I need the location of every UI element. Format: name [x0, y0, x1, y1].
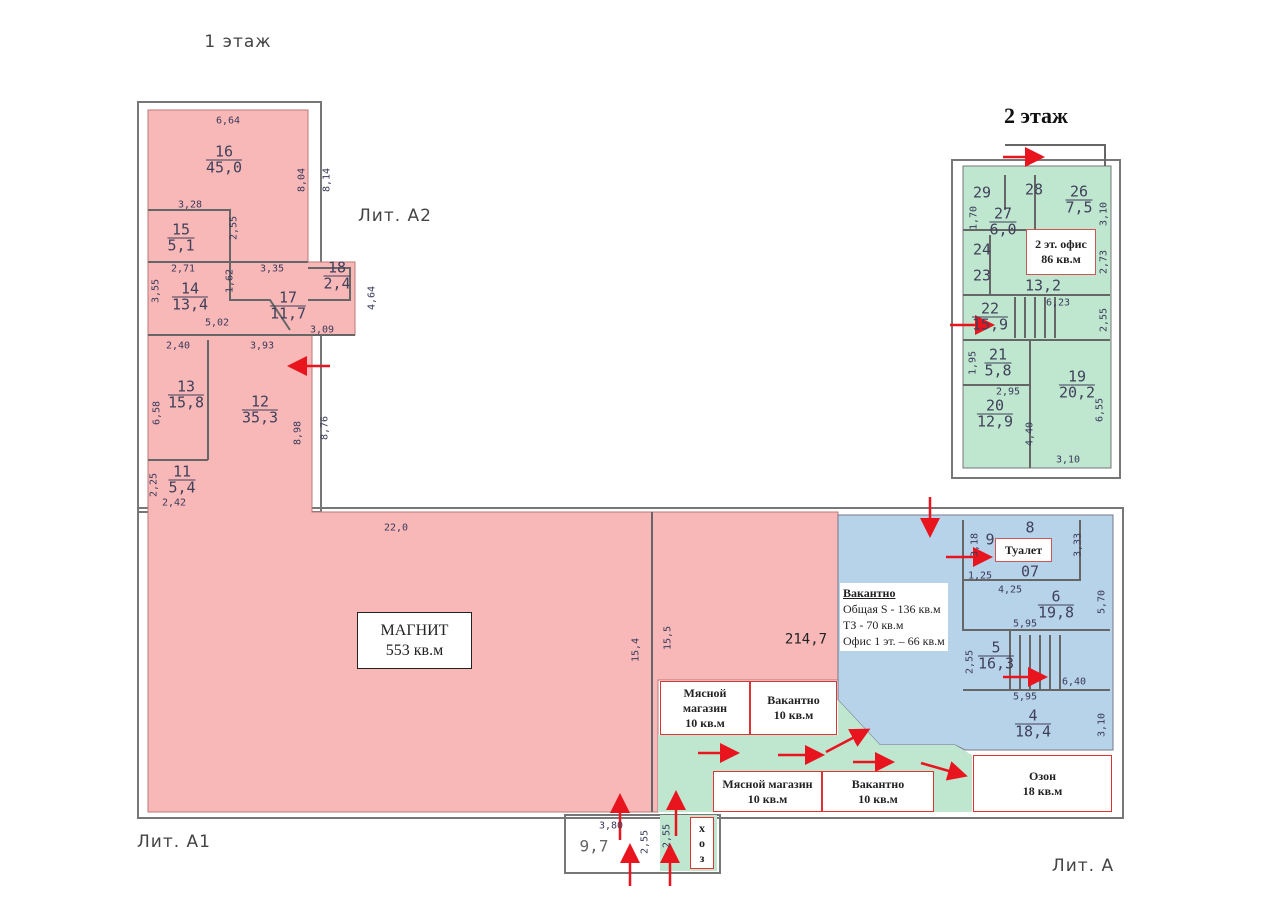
dimension: 2,55 [1098, 307, 1110, 333]
vacant-title: Вакантно [843, 586, 896, 600]
room-29: 29 [972, 183, 992, 202]
dimension: 15,5 [662, 625, 674, 651]
dimension: 5,02 [204, 317, 230, 329]
dimension: 5,70 [1096, 589, 1108, 615]
dimension: 2,71 [170, 263, 196, 275]
lit-a-label: Лит. А [1051, 856, 1115, 876]
dimension: 6,23 [1045, 297, 1071, 309]
dimension: 2,73 [1098, 249, 1110, 275]
dimension: 3,93 [249, 340, 275, 352]
dimension: 1,62 [224, 268, 236, 294]
dimension: 2,40 [165, 340, 191, 352]
room-8: 8 [1025, 518, 1035, 537]
dimension: 1,25 [967, 570, 993, 582]
dimension: 6,55 [1094, 397, 1106, 423]
dimension: 6,40 [1061, 676, 1087, 688]
dimension: 3,35 [259, 263, 285, 275]
dimension: 5,95 [1012, 618, 1038, 630]
dimension: 8,14 [321, 167, 333, 193]
floor1-label: 1 этаж [204, 32, 272, 52]
lit-a2-label: Лит. А2 [358, 206, 432, 226]
dimension: 2,55 [639, 829, 651, 855]
room-7: 07 [1020, 562, 1040, 581]
dimension: 6,58 [151, 400, 163, 426]
toilet-label[interactable]: Туалет [995, 538, 1052, 562]
dimension: 3,10 [1055, 454, 1081, 466]
dimension: 2,42 [161, 497, 187, 509]
dimension: 2,95 [995, 386, 1021, 398]
dimension: 4,64 [366, 285, 378, 311]
dimension: 3,28 [177, 199, 203, 211]
room-13-area: 13,2 [1024, 276, 1062, 295]
dimension: 6,64 [215, 115, 241, 127]
room-9: 9 [985, 530, 995, 549]
dimension: 8,98 [292, 420, 304, 446]
utility-room-label[interactable]: х о з [690, 817, 714, 869]
dimension: 3,33 [1072, 532, 1084, 558]
vacant-office-info[interactable]: Вакантно Общая S - 136 кв.м ТЗ - 70 кв.м… [840, 583, 948, 651]
entrance-arrows [287, 147, 1048, 886]
dimension: 5,95 [1012, 691, 1038, 703]
dimension: 3,18 [969, 532, 981, 558]
magnit-extra-area: 214,7 [784, 631, 828, 648]
vacant-total: Общая S - 136 кв.м [843, 602, 941, 616]
dimension: 4,40 [1024, 421, 1036, 447]
dimension: 4,25 [997, 584, 1023, 596]
lit-a1-label: Лит. А1 [137, 832, 211, 852]
dimension: 2,55 [661, 823, 673, 849]
dimension: 2,55 [228, 215, 240, 241]
dimension: 3,10 [1096, 712, 1108, 738]
dimension: 8,76 [319, 415, 331, 441]
dimension: 8,04 [296, 167, 308, 193]
dimension: 15,4 [630, 637, 642, 663]
dimension: 1,95 [967, 350, 979, 376]
vacant-tz: ТЗ - 70 кв.м [843, 618, 904, 632]
room-annex: 9,7 [579, 836, 609, 856]
floor2-label: 2 этаж [1003, 103, 1069, 128]
dimension: 2,55 [964, 649, 976, 675]
dimension: 3,80 [598, 820, 624, 832]
dimension: 1,70 [968, 205, 980, 231]
dimension: 22,0 [383, 522, 409, 534]
dimension: 3,09 [309, 324, 335, 336]
dimension: 2,25 [148, 472, 160, 498]
room-24: 24 [972, 240, 992, 259]
vacant-office: Офис 1 эт. – 66 кв.м [843, 634, 945, 648]
room-23: 23 [972, 266, 992, 285]
room-28: 28 [1024, 180, 1044, 199]
dimension: 3,10 [1098, 201, 1110, 227]
dimension: 3,55 [150, 278, 162, 304]
